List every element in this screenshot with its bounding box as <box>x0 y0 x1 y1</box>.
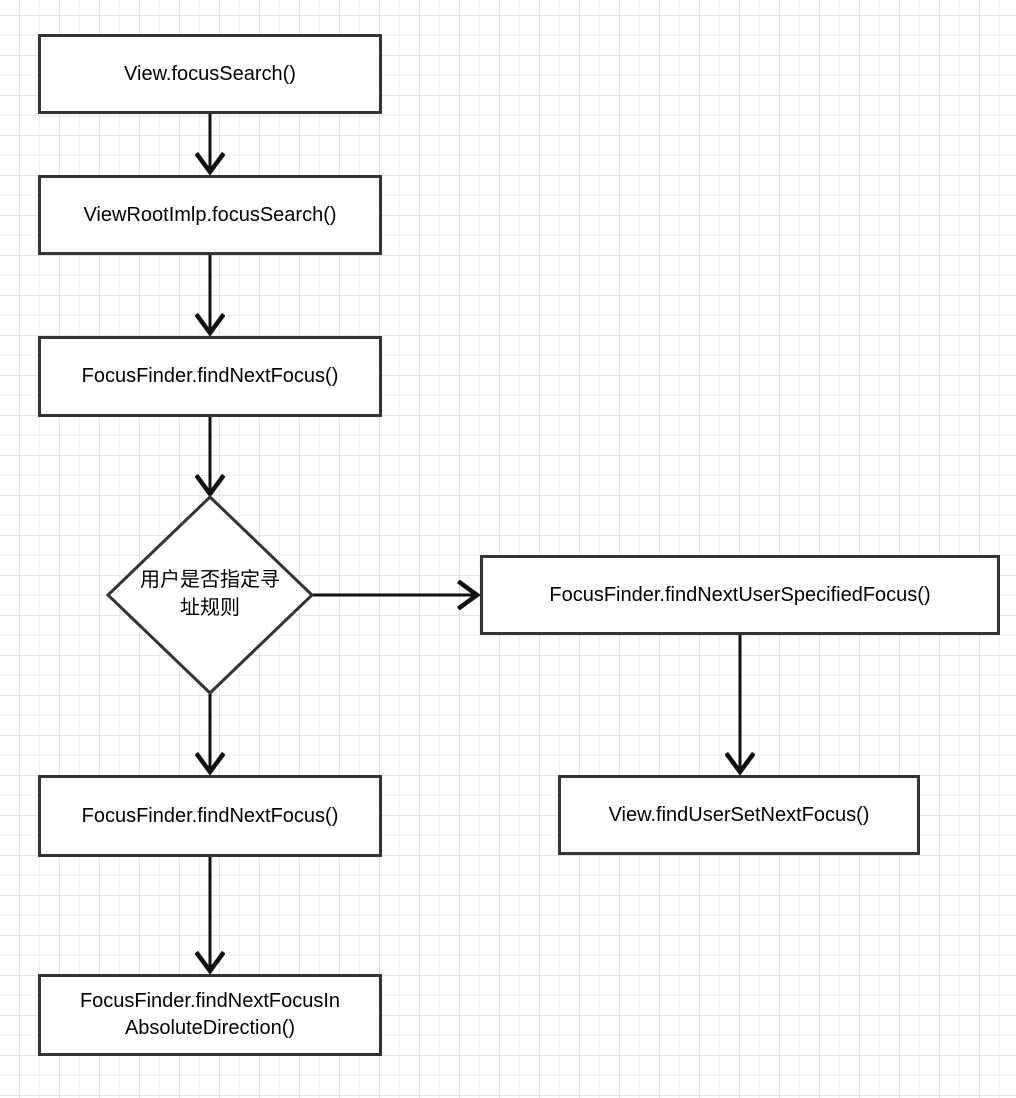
node-label: FocusFinder.findNextFocusIn AbsoluteDire… <box>80 988 340 1042</box>
node-label-line2: AbsoluteDirection() <box>124 1017 296 1039</box>
node-label: FocusFinder.findNextFocus() <box>81 365 339 387</box>
node-view-findusersetnextfocus: View.findUserSetNextFocus() <box>558 775 920 855</box>
node-view-focussearch: View.focusSearch() <box>38 34 382 114</box>
decision-label-line2: 址规则 <box>180 597 240 619</box>
node-label: FocusFinder.findNextFocus() <box>81 804 339 827</box>
node-focusfinder-findnextfocusinabsolutedirection: FocusFinder.findNextFocusIn AbsoluteDire… <box>38 974 382 1056</box>
decision-label-line1: 用户是否指定寻 <box>140 569 280 591</box>
node-label-line1: FocusFinder.findNextFocusIn <box>79 990 341 1012</box>
node-focusfinder-findnextfocus-bottom: FocusFinder.findNextFocus() <box>38 775 382 857</box>
decision-diamond-shape <box>105 494 315 696</box>
node-label: ViewRootImlp.focusSearch() <box>83 203 337 226</box>
node-label: View.focusSearch() <box>124 62 296 85</box>
node-label: FocusFinder.findNextUserSpecifiedFocus() <box>549 583 931 606</box>
node-focusfinder-findnextuserspecifiedfocus: FocusFinder.findNextUserSpecifiedFocus() <box>480 555 1000 635</box>
node-focusfinder-findnextfocus-top: FocusFinder.findNextFocus() <box>38 336 382 417</box>
node-viewrootimlp-focussearch: ViewRootImlp.focusSearch() <box>38 175 382 255</box>
node-label: View.findUserSetNextFocus() <box>608 803 870 826</box>
decision-label: 用户是否指定寻 址规则 <box>110 566 310 622</box>
